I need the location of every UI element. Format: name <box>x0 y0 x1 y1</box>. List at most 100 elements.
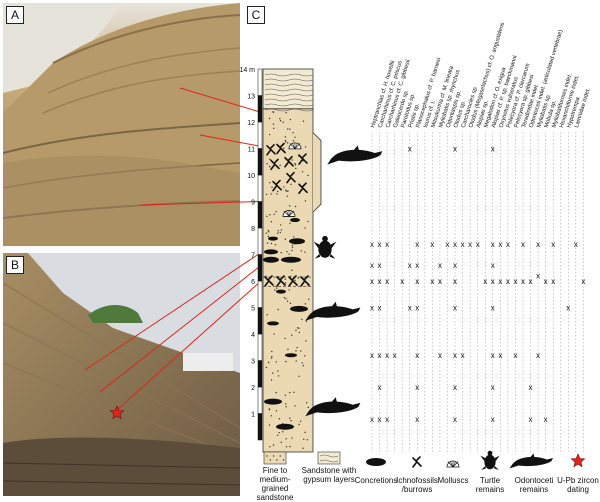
occurrence-mark: x <box>415 383 419 392</box>
sand-grain <box>285 438 287 440</box>
occurrence-mark: x <box>453 277 457 286</box>
sand-grain <box>268 133 271 136</box>
sand-grain <box>278 431 280 434</box>
scale-segment <box>257 201 263 229</box>
occurrence-mark: x <box>408 304 412 313</box>
sand-grain <box>268 117 271 120</box>
occurrence-mark: x <box>378 304 382 313</box>
concretion <box>268 236 278 241</box>
ichnofossil-icon <box>300 275 310 287</box>
sand-grain <box>304 431 306 434</box>
sand-grain <box>298 423 300 426</box>
occurrence-mark: x <box>544 277 548 286</box>
legend-odontoceti-label: Odontoceti remains <box>514 476 554 494</box>
concretion <box>285 353 297 358</box>
occurrence-mark: x <box>491 351 495 360</box>
occurrence-mark: x <box>378 351 382 360</box>
occurrence-mark: x <box>378 415 382 424</box>
sand-grain <box>277 308 279 311</box>
scale-tick-label: 8 <box>251 226 255 233</box>
ichnofossil-icon <box>286 171 296 184</box>
shell-rib <box>288 210 295 217</box>
sand-grain <box>294 205 297 208</box>
sand-grain <box>301 318 303 321</box>
shell-rib <box>447 461 454 468</box>
occurrence-mark: x <box>430 277 434 286</box>
star-icon <box>570 453 586 468</box>
sand-grain <box>280 229 283 231</box>
occurrence-mark: x <box>408 145 412 154</box>
sand-grain <box>286 190 288 193</box>
sand-grain <box>279 224 282 226</box>
concretion <box>276 423 294 430</box>
occurrence-mark: x <box>566 304 570 313</box>
sand-grain <box>275 210 277 213</box>
panel-label-b: B <box>6 256 24 274</box>
scale-segment <box>257 121 263 149</box>
sand-grain <box>292 139 295 142</box>
concretion <box>264 249 278 255</box>
turtle-head <box>487 450 493 456</box>
occurrence-mark: x <box>453 383 457 392</box>
sand-grain <box>266 313 268 316</box>
sand-grain <box>298 327 300 329</box>
connector-line <box>199 134 259 147</box>
sand-grain <box>289 445 291 448</box>
sand-grain <box>269 214 271 216</box>
sand-grain <box>291 249 293 252</box>
dolphin-body <box>305 301 361 321</box>
ichnofossil-icon <box>276 142 286 155</box>
occurrence-mark: x <box>430 240 434 249</box>
occurrence-mark: x <box>370 415 374 424</box>
sand-grain <box>276 190 279 193</box>
sand-grain <box>267 361 270 364</box>
shell-rib <box>294 143 301 150</box>
sand-grain <box>294 164 297 166</box>
sand-grain <box>285 141 287 143</box>
burrow-stroke <box>288 275 298 287</box>
shell-rib <box>286 210 290 217</box>
sand-grain <box>280 441 282 444</box>
occurrence-mark: x <box>551 240 555 249</box>
turtle-shell <box>318 240 332 258</box>
burrow-stroke <box>300 275 310 287</box>
occurrence-mark: x <box>498 240 502 249</box>
panel-label-c: C <box>247 6 265 24</box>
column-bulge <box>312 132 322 213</box>
gypsum-layer-line <box>264 103 314 107</box>
connector-line <box>179 87 259 112</box>
sand-grain <box>269 181 271 184</box>
gypsum-layer-line <box>264 83 314 87</box>
taxa-header: Heptranchias cf. H. howelliiCarcharhinus… <box>370 22 592 129</box>
sand-grain <box>289 302 292 305</box>
legend-turtle-label: Turtle remains <box>475 476 505 494</box>
legend-ichnofossils-label: Ichnofossils /burrows <box>396 476 438 494</box>
sand-grain <box>300 350 302 352</box>
connector-line <box>139 201 259 206</box>
scale-tick-label: 2 <box>251 385 255 392</box>
sand-grain <box>307 406 309 409</box>
sand-grain <box>276 193 278 195</box>
sand-grain <box>280 251 282 254</box>
occurrence-mark: x <box>415 277 419 286</box>
scale-tick-label: 5 <box>251 306 255 313</box>
sand-grain <box>287 190 289 192</box>
sand-grain <box>279 231 281 234</box>
scale-segment <box>257 360 263 388</box>
sand-grain <box>273 127 275 130</box>
sand-grain <box>307 174 309 177</box>
sand-grain <box>305 320 308 322</box>
sand-grain <box>306 439 309 441</box>
photo-connectors <box>84 87 259 420</box>
sand-grain <box>275 391 277 394</box>
sand-grain <box>286 142 289 144</box>
concretion <box>281 256 301 263</box>
gypsum-layer-line <box>264 108 314 112</box>
shell-rib <box>450 461 454 468</box>
sand-grain <box>265 366 268 369</box>
occurrence-mark: x <box>574 240 578 249</box>
legend-molluscs-label: Molluscs <box>437 476 469 485</box>
odontoceti-icon <box>509 453 553 469</box>
